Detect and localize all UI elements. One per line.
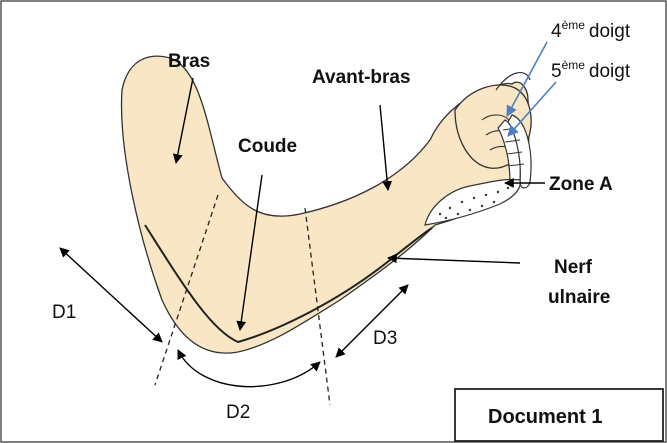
arrow-avant-bras <box>380 105 388 190</box>
document-label: Document 1 <box>488 406 602 428</box>
arrow-nerf <box>388 258 520 263</box>
distance-arrow-d1 <box>60 248 162 342</box>
label-coude: Coude <box>238 136 297 157</box>
label-d1: D1 <box>52 302 76 323</box>
label-avant-bras: Avant-bras <box>312 67 411 88</box>
label-nerf-line2: ulnaire <box>548 287 610 308</box>
label-nerf-line1: Nerf <box>554 257 593 278</box>
label-d3: D3 <box>373 328 397 349</box>
label-zone-a: Zone A <box>549 174 613 195</box>
distance-arrow-d2 <box>178 350 320 387</box>
label-d2: D2 <box>226 402 250 423</box>
label-bras: Bras <box>168 51 210 72</box>
